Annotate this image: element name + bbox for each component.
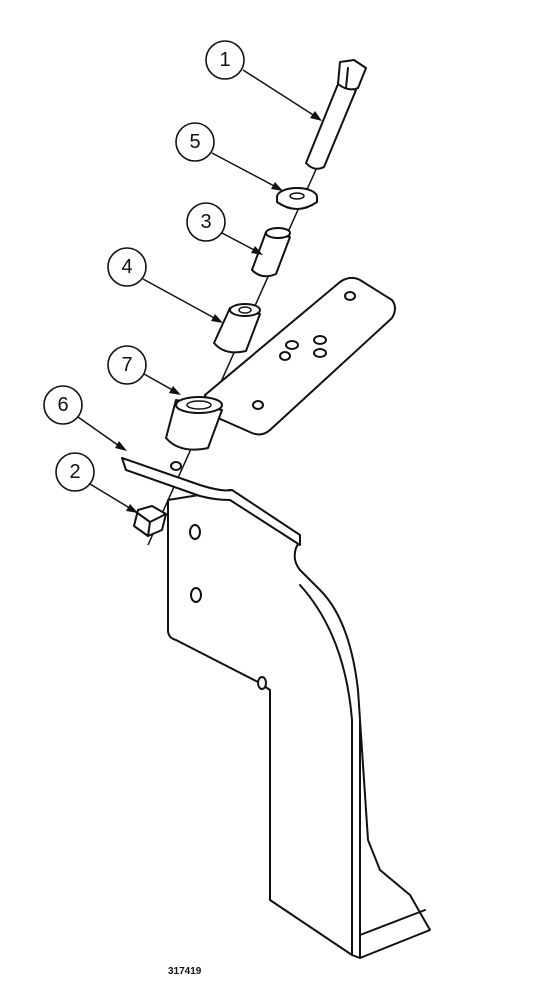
callout-1-label: 1 [219,49,230,71]
callout-3-label: 3 [200,211,211,233]
callout-2-label: 2 [69,461,80,483]
callout-6-label: 6 [57,394,68,416]
part-7-bushing [165,396,223,451]
callout-5-label: 5 [189,131,200,153]
callout-3: 3 [186,202,263,255]
part-3-sleeve [251,227,291,278]
callout-4-label: 4 [121,256,132,278]
callout-1: 1 [205,40,322,121]
part-6-tab-plate [121,457,301,546]
part-5-washer [276,187,318,210]
figure-number: 317419 [168,966,202,977]
callout-7-label: 7 [121,354,132,376]
callout-7: 7 [107,345,181,395]
part-4-spacer [213,303,261,354]
callout-6: 6 [43,385,127,451]
upper-arm-plate [204,276,396,436]
callout-2: 2 [55,452,138,513]
callout-5: 5 [175,122,283,191]
part-2-hex-nut [133,505,167,537]
mounting-bracket [167,489,431,959]
part-1-bolt [305,59,367,170]
callout-4: 4 [107,247,223,323]
